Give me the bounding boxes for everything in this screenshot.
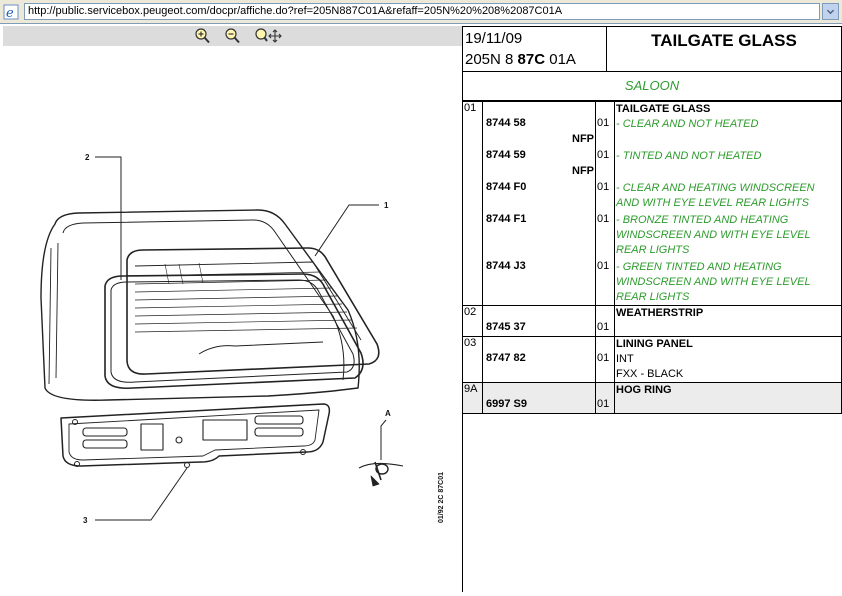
group-title: WEATHERSTRIP [616, 307, 704, 319]
part-description-line: - GREEN TINTED AND HEATING [616, 261, 782, 273]
part-quantity: 01 [597, 149, 610, 161]
sheet-code: 205N 8 87C 01A [465, 51, 576, 68]
quantity-cell: 01 [595, 305, 615, 337]
sheet-date: 19/11/09 [465, 30, 523, 47]
chevron-down-icon[interactable] [822, 3, 839, 20]
nfp-flag: NFP [572, 133, 594, 145]
part-quantity: 01 [597, 260, 610, 272]
callout-a: A [385, 409, 391, 418]
group-title: LINING PANEL [616, 338, 693, 350]
url-input[interactable]: http://public.servicebox.peugeot.com/doc… [24, 3, 820, 20]
part-reference[interactable]: 8744 F0 [486, 181, 527, 193]
part-reference[interactable]: 8744 59 [486, 149, 526, 161]
code-bold: 87C [517, 51, 546, 68]
sheet-meta: 19/11/09 205N 8 87C 01A [463, 27, 607, 72]
reference-cell: 8745 37 [482, 305, 596, 337]
code-prefix: 205N 8 [465, 51, 518, 68]
quantity-cell: 01 [595, 382, 615, 414]
description-cell: TAILGATE GLASS - CLEAR AND NOT HEATED - TI… [614, 101, 842, 306]
group-title: HOG RING [616, 384, 672, 396]
quantity-cell: 01 [595, 336, 615, 383]
glass [126, 247, 380, 375]
part-quantity: 01 [597, 181, 610, 193]
quantity-cell: 01 01 01 01 01 [595, 101, 615, 306]
sheet-title: TAILGATE GLASS [651, 31, 797, 50]
drawing-stamp: 01/92 2C 87C01 [438, 472, 445, 523]
part-quantity: 01 [597, 352, 610, 364]
part-quantity: 01 [597, 321, 610, 333]
reference-cell: 8744 58 NFP 8744 59 NFP 8744 F0 8744 F1 8744 J… [482, 101, 596, 306]
part-description-line: - TINTED AND NOT HEATED [616, 150, 762, 162]
part-reference[interactable]: 8744 58 [486, 117, 526, 129]
part-quantity: 01 [597, 213, 610, 225]
part-description-line: WINDSCREEN AND WITH EYE LEVEL [616, 229, 811, 241]
part-description-line: REAR LIGHTS [616, 244, 690, 256]
sheet-header: 19/11/09 205N 8 87C 01A TAILGATE GLASS [463, 26, 842, 72]
part-description-line: AND WITH EYE LEVEL REAR LIGHTS [616, 197, 809, 209]
callout-2: 2 [85, 153, 90, 162]
part-quantity: 01 [597, 398, 610, 410]
zoom-in-icon[interactable] [193, 27, 213, 45]
part-reference[interactable]: 8747 82 [486, 352, 526, 364]
pane-divider [462, 26, 463, 592]
nfp-flag: NFP [572, 165, 594, 177]
group-number: 03 [463, 336, 483, 383]
description-cell: HOG RING [614, 382, 842, 414]
part-description-line: WINDSCREEN AND WITH EYE LEVEL [616, 276, 811, 288]
group-number: 02 [463, 305, 483, 337]
group-number: 01 [463, 101, 483, 306]
part-description-line: - CLEAR AND NOT HEATED [616, 118, 759, 130]
reference-cell: 6997 S9 [482, 382, 596, 414]
zoom-toolbar [3, 26, 462, 46]
description-cell: WEATHERSTRIP [614, 305, 842, 337]
part-quantity: 01 [597, 117, 610, 129]
part-description-line: FXX - BLACK [616, 368, 684, 380]
reference-cell: 8747 82 [482, 336, 596, 383]
parts-pane: 19/11/09 205N 8 87C 01A TAILGATE GLASS S… [463, 26, 842, 592]
part-description-line: - BRONZE TINTED AND HEATING [616, 214, 789, 226]
part-reference[interactable]: 8745 37 [486, 321, 526, 333]
weatherstrip [104, 273, 364, 390]
tailgate-frame [40, 209, 360, 401]
part-reference[interactable]: 8744 F1 [486, 213, 527, 225]
callout-3: 3 [83, 516, 88, 525]
ie-page-icon: e [3, 4, 19, 20]
address-bar: e http://public.servicebox.peugeot.com/d… [0, 0, 842, 24]
description-cell: LINING PANEL INT FXX - BLACK [614, 336, 842, 383]
code-suffix: 01A [545, 51, 576, 68]
zoom-out-icon[interactable] [223, 27, 243, 45]
group-number: 9A [463, 382, 483, 414]
exploded-view-drawing: 2 1 3 A 01/92 2C 87C01 [40, 153, 445, 525]
part-reference[interactable]: 8744 J3 [486, 260, 526, 272]
callout-1: 1 [384, 201, 389, 210]
drawing-pane: 2 1 3 A 01/92 2C 87C01 [3, 26, 462, 592]
svg-text:e: e [6, 6, 14, 20]
part-description-line: - CLEAR AND HEATING WINDSCREEN [616, 182, 815, 194]
part-description-line: INT [616, 353, 634, 365]
part-reference[interactable]: 6997 S9 [486, 398, 527, 410]
group-title: TAILGATE GLASS [616, 103, 711, 115]
pan-zoom-icon[interactable] [253, 27, 283, 45]
variant-label: SALOON [463, 72, 842, 101]
lining-panel [60, 403, 331, 467]
part-description-line: REAR LIGHTS [616, 291, 690, 303]
